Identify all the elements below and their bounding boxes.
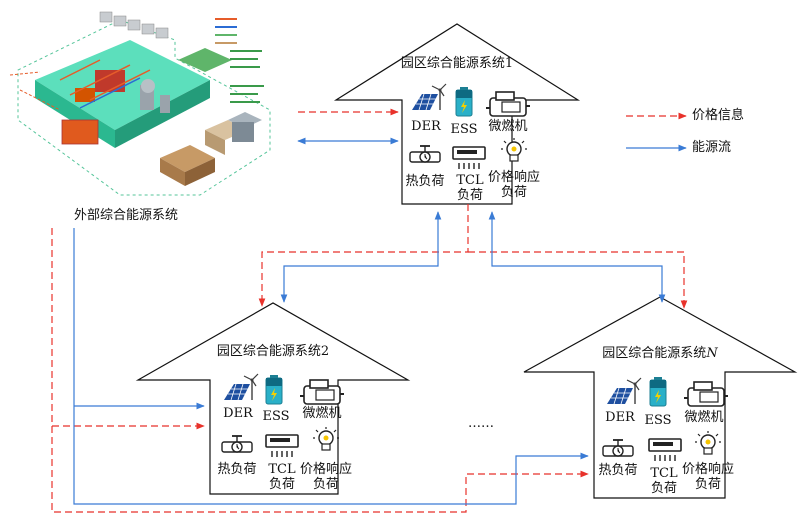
tcl-load-label-line2: 负荷 <box>456 188 483 203</box>
micro-turbine-label: 微燃机 <box>302 406 342 421</box>
external-system-illustration <box>9 11 271 196</box>
battery-icon <box>455 86 473 117</box>
battery-icon <box>649 376 667 407</box>
legend-energy-flow-label: 能源流 <box>692 140 732 155</box>
park-system-n-title-suffix: N <box>706 346 718 361</box>
park-system-1-title: 园区综合能源系统1 <box>400 56 514 71</box>
external-system-label: 外部综合能源系统 <box>74 208 179 223</box>
ess-label: ESS <box>262 409 290 424</box>
price-response-label-line2: 负荷 <box>312 477 339 492</box>
park-system-n-title-prefix: 园区综合能源系统 <box>602 346 707 361</box>
ellipsis: …… <box>468 416 494 431</box>
price-response-label-line2: 负荷 <box>500 185 527 200</box>
price-response-label-line1: 价格响应 <box>299 462 352 477</box>
tcl-load-label-line2: 负荷 <box>650 481 677 496</box>
micro-turbine-label: 微燃机 <box>684 410 724 425</box>
park-system-n-title: 园区综合能源系统N <box>560 346 760 361</box>
price-response-label-line1: 价格响应 <box>681 462 734 477</box>
tcl-load-label-line1: TCL <box>650 466 678 481</box>
park-system-2-title: 园区综合能源系统2 <box>216 344 330 359</box>
heat-load-label: 热负荷 <box>217 462 257 477</box>
ess-label: ESS <box>450 122 478 137</box>
price-response-label-line2: 负荷 <box>694 477 721 492</box>
heat-load-label: 热负荷 <box>405 174 445 189</box>
der-label: DER <box>605 410 635 425</box>
tcl-load-label-line1: TCL <box>456 173 484 188</box>
battery-icon <box>265 374 283 405</box>
tcl-load-label-line2: 负荷 <box>268 477 295 492</box>
der-label: DER <box>411 119 441 134</box>
heat-load-label: 热负荷 <box>598 463 638 478</box>
micro-turbine-label: 微燃机 <box>488 119 528 134</box>
der-label: DER <box>223 406 253 421</box>
legend-price-info-label: 价格信息 <box>692 108 745 123</box>
tcl-load-label-line1: TCL <box>268 462 296 477</box>
price-response-label-line1: 价格响应 <box>487 170 540 185</box>
ess-label: ESS <box>644 413 672 428</box>
